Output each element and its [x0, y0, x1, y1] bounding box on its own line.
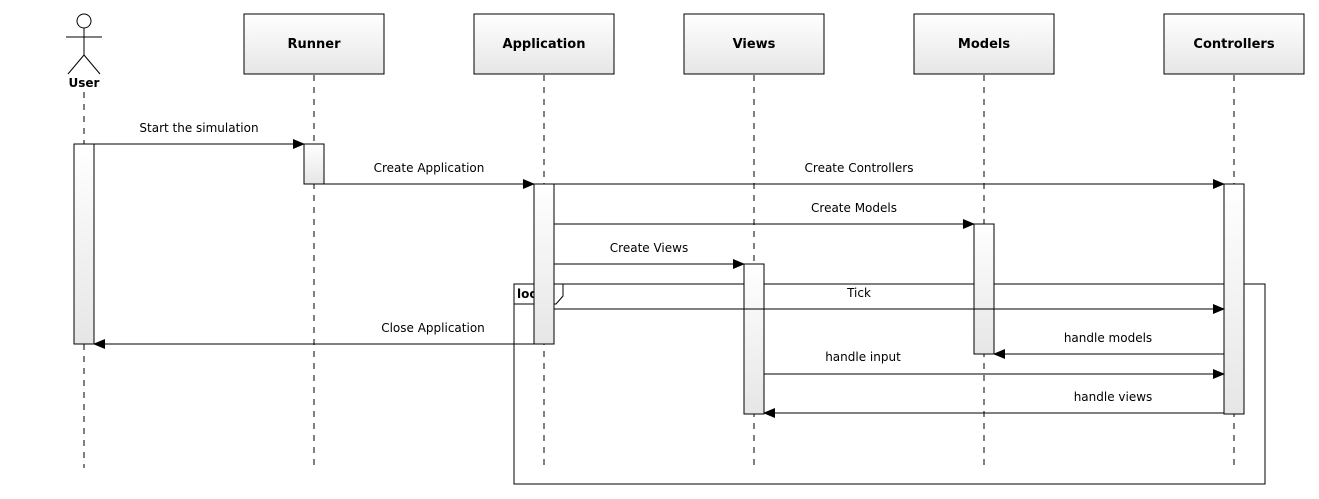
message-tick[interactable]: Tick: [554, 286, 1225, 314]
activation-views: [743, 263, 765, 415]
actor-user[interactable]: [66, 13, 102, 75]
activation-user: [73, 143, 95, 345]
activation-controllers: [1223, 183, 1245, 415]
message-label: handle models: [1064, 331, 1152, 345]
message-label: Close Application: [381, 321, 485, 335]
message-handle-models[interactable]: handle models: [993, 331, 1224, 359]
message-label: handle input: [825, 350, 901, 364]
messages: Start the simulation Create Application …: [93, 121, 1225, 418]
message-create-views[interactable]: Create Views: [554, 241, 745, 269]
message-label: Create Models: [811, 201, 897, 215]
activations: [73, 143, 1245, 415]
participant-application[interactable]: Application: [473, 13, 615, 75]
message-close-application[interactable]: Close Application: [93, 321, 534, 349]
message-create-models[interactable]: Create Models: [554, 201, 975, 229]
activation-models: [973, 223, 995, 355]
message-label: Tick: [846, 286, 871, 300]
participant-controllers[interactable]: Controllers: [1163, 13, 1305, 75]
loop-fragment: loop: [513, 283, 1266, 485]
participant-label: Views: [733, 37, 776, 52]
participant-label: Models: [958, 37, 1010, 52]
participant-models[interactable]: Models: [913, 13, 1055, 75]
message-handle-views[interactable]: handle views: [763, 390, 1224, 418]
participant-label: Controllers: [1193, 37, 1274, 52]
participant-label: Runner: [287, 37, 341, 52]
message-label: Create Views: [610, 241, 688, 255]
participant-runner[interactable]: Runner: [243, 13, 385, 75]
participant-views[interactable]: Views: [683, 13, 825, 75]
actor-label: User: [69, 76, 100, 90]
message-label: Create Controllers: [805, 161, 914, 175]
message-create-application[interactable]: Create Application: [324, 161, 535, 189]
message-label: Create Application: [374, 161, 485, 175]
participant-label: Application: [503, 37, 586, 52]
message-label: handle views: [1074, 390, 1153, 404]
message-label: Start the simulation: [139, 121, 258, 135]
actor-head: [76, 13, 92, 29]
message-create-controllers[interactable]: Create Controllers: [554, 161, 1225, 189]
activation-runner: [303, 143, 325, 185]
message-start-simulation[interactable]: Start the simulation: [94, 121, 305, 149]
message-handle-input[interactable]: handle input: [764, 350, 1225, 379]
activation-application: [533, 183, 555, 345]
